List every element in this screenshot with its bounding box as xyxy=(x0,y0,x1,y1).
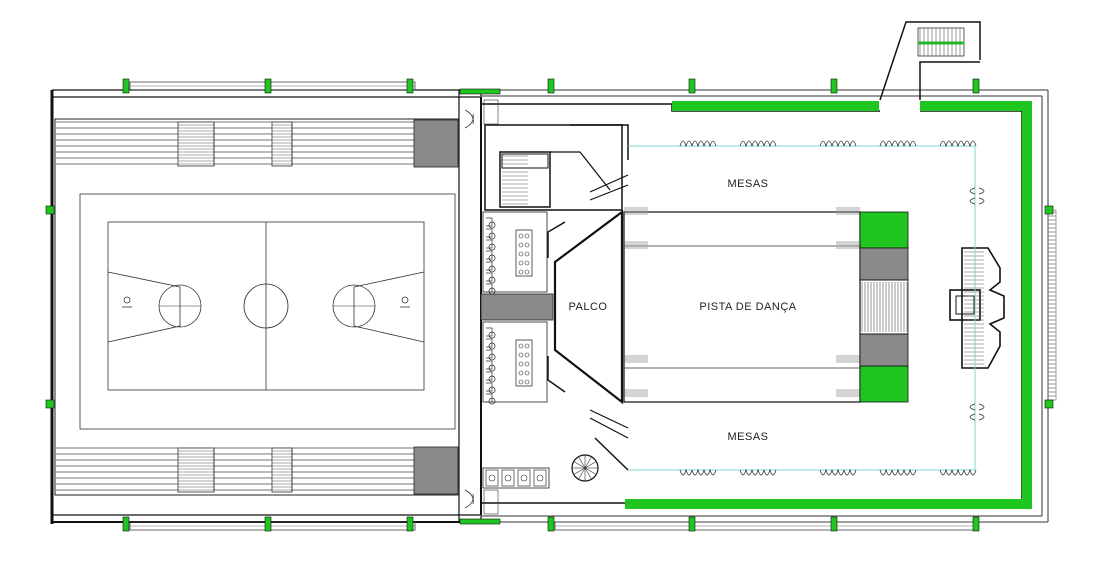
service-zone xyxy=(480,124,623,489)
corner-block-top xyxy=(413,119,459,168)
dance-floor-label: PISTA DE DANÇA xyxy=(699,301,796,313)
tables-top-label: MESAS xyxy=(727,178,768,190)
basketball-court xyxy=(79,193,456,430)
stage-label: PALCO xyxy=(569,301,608,313)
facade-right xyxy=(1047,209,1057,401)
dj-booth xyxy=(949,247,1005,369)
tables-bottom-label: MESAS xyxy=(727,431,768,443)
green-walls xyxy=(625,101,1032,509)
bleachers-top xyxy=(56,121,414,167)
doors xyxy=(464,99,499,515)
stair-tower xyxy=(879,21,981,101)
table-rows: MESAS MESAS xyxy=(628,140,985,476)
facade-top-left xyxy=(129,81,416,91)
column-markers xyxy=(45,78,1054,532)
dance-floor: PISTA DE DANÇA xyxy=(623,207,861,403)
facade-bottom-right xyxy=(554,521,976,531)
dance-floor-ramp xyxy=(859,211,909,403)
bleachers-bottom xyxy=(56,447,414,493)
facade-bottom-left xyxy=(129,521,416,531)
stage: PALCO xyxy=(547,124,629,471)
corner-block-bottom xyxy=(413,446,459,495)
